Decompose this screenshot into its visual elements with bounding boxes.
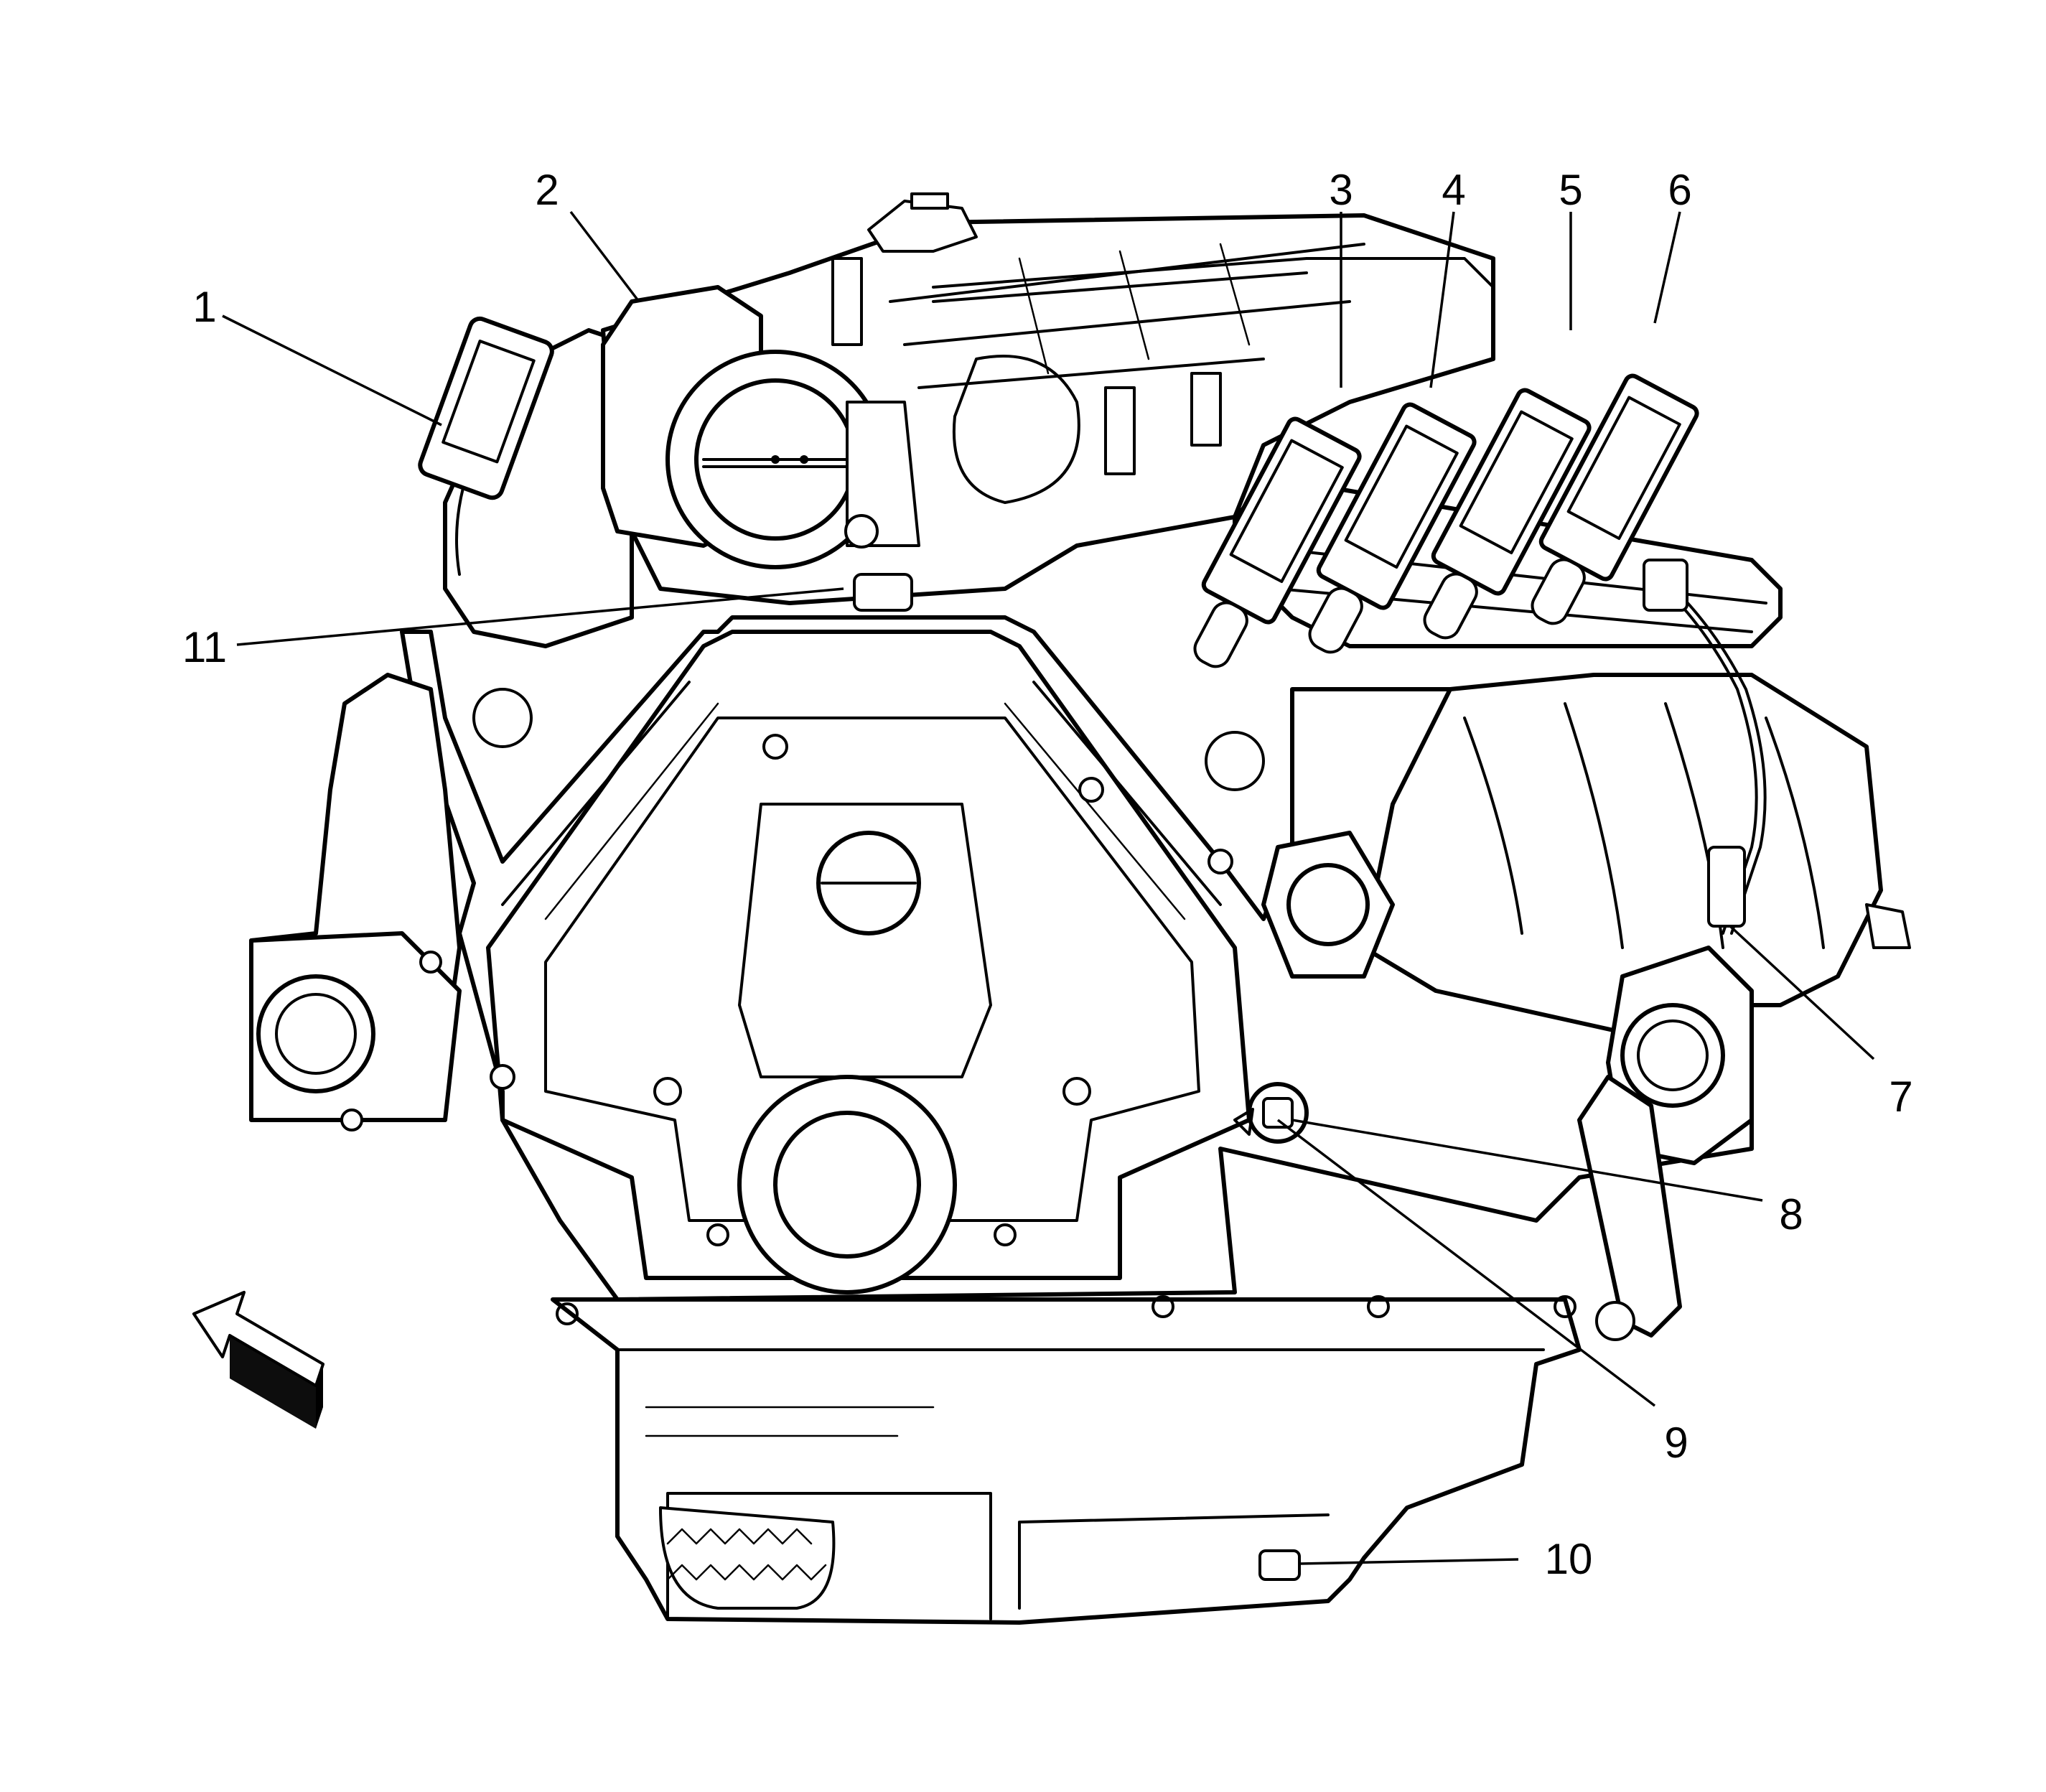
throttle-body [601, 285, 920, 612]
left-exhaust-manifold [249, 673, 462, 1131]
callout-1: 1 [192, 283, 216, 331]
callout-6: 6 [1668, 166, 1691, 214]
oil-pan [551, 1295, 1582, 1625]
leader-7 [1729, 925, 1875, 1060]
engine-illustration [192, 192, 1911, 1625]
callout-leaders [222, 210, 1875, 1565]
callout-labels: 1 2 3 4 5 6 7 8 9 10 11 [182, 166, 1913, 1583]
callout-11: 11 [182, 623, 227, 671]
left-coil [418, 316, 554, 500]
leader-10 [1299, 1558, 1519, 1565]
leader-11 [236, 587, 844, 646]
callout-2: 2 [535, 166, 559, 214]
leader-1 [222, 314, 442, 426]
crankshaft-sensor [1233, 1082, 1309, 1144]
leader-4 [1429, 211, 1455, 388]
leader-6 [1653, 211, 1681, 324]
callout-3: 3 [1329, 166, 1353, 214]
callout-8: 8 [1779, 1190, 1803, 1238]
callout-4: 4 [1442, 166, 1465, 214]
callout-5: 5 [1559, 166, 1582, 214]
leader-8 [1291, 1119, 1763, 1202]
front-direction-arrow-icon [192, 1291, 324, 1429]
callout-7: 7 [1889, 1073, 1912, 1121]
callout-9: 9 [1664, 1419, 1688, 1467]
o2-sensor-harness [1643, 559, 1767, 935]
leader-9 [1276, 1119, 1656, 1407]
callout-10: 10 [1545, 1535, 1593, 1583]
ignition-coils [1193, 373, 1699, 668]
right-exhaust-manifold [1261, 673, 1911, 1341]
leader-2 [569, 210, 640, 303]
